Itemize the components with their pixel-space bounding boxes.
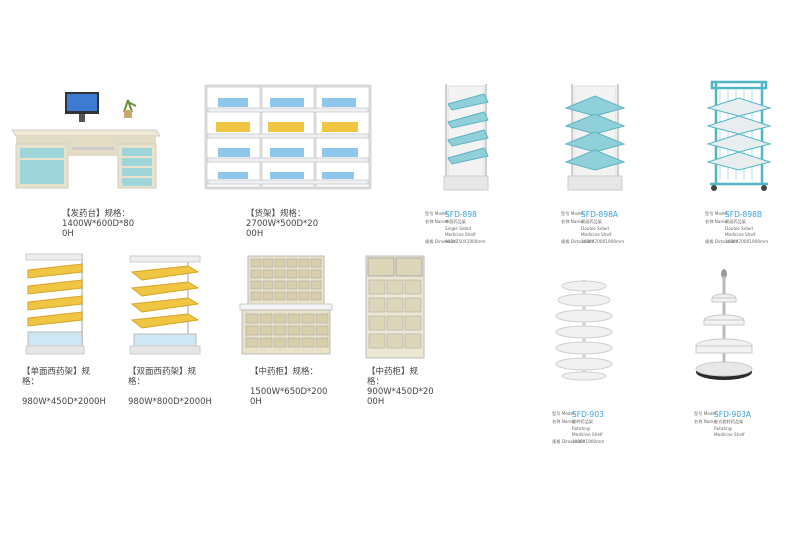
sfd-898-spec: 型号 Model:SFD-898 名称 Name:单面药品架 Single Si… (425, 211, 486, 245)
sfd-898a-spec: 型号 Model:SFD-898A 名称 Name:双面药品架 Double S… (561, 211, 624, 245)
model-dim: 1080X700X1900mm (581, 238, 625, 244)
name-key: 名称 Name: (552, 419, 576, 424)
cabinet-2-caption: 【中药柜】规格： 900W*450D*20 00H (367, 367, 434, 407)
single-rack-caption: 【单面西药架】规格： 980W*450D*2000H (22, 367, 106, 407)
dim-key: 规格 Dimension: (552, 438, 586, 444)
name-key: 名称 Name: (425, 219, 449, 224)
model-key: 型号 Model: (552, 411, 576, 416)
goods-shelf-image (204, 84, 372, 190)
model-name: 双面药品架 Double Sided Medicine Shelf (725, 219, 756, 237)
double-rack-image (129, 255, 201, 355)
model-dim: 900X750X1900mm (445, 238, 486, 244)
dim-key: 规格 Dimension: (425, 238, 459, 244)
cabinet-1-image (239, 255, 333, 355)
model-number: SFD-903A (714, 410, 752, 419)
model-key: 型号 Model: (425, 211, 449, 216)
sfd-903-spec: 型号 Model:SFD-903 名称 Name:旋转药品架 Rotating … (552, 411, 604, 445)
sfd-903a-spec: 型号 Model:SFD-903A 名称 Name:台式旋转药品架 Rotati… (694, 411, 751, 439)
sfd-898b-spec: 型号 Model:SFD-898B 名称 Name:双面药品架 Double S… (705, 211, 768, 245)
name-key: 名称 Name: (705, 219, 729, 224)
dim-key: 规格 Dimension: (561, 238, 595, 244)
model-name: 旋转药品架 Rotating Medicine Shelf (572, 419, 603, 437)
model-number: SFD-903 (572, 410, 604, 419)
model-dim: 1000X1900mm (572, 438, 605, 444)
model-number: SFD-898B (725, 210, 763, 219)
model-name: 台式旋转药品架 Rotating Medicine Shelf (714, 419, 745, 437)
model-key: 型号 Model: (705, 211, 729, 216)
model-name: 单面药品架 Single Sided Medicine Shelf (445, 219, 476, 237)
goods-shelf-caption: 【货架】规格： 2700W*500D*20 00H (246, 209, 319, 239)
model-key: 型号 Model: (694, 411, 718, 416)
model-dim: 1080X700X1900mm (725, 238, 769, 244)
model-number: SFD-898A (581, 210, 619, 219)
single-rack-image (25, 253, 85, 355)
name-key: 名称 Name: (561, 219, 585, 224)
model-name: 双面药品架 Double Sided Medicine Shelf (581, 219, 612, 237)
model-number: SFD-898 (445, 210, 477, 219)
dim-key: 规格 Dimension: (705, 238, 739, 244)
cabinet-1-caption: 【中药柜】规格： 1500W*650D*200 0H (250, 367, 328, 407)
dispensing-desk-caption: 【发药台】规格： 1400W*600D*80 0H (62, 209, 135, 239)
dispensing-desk-image (11, 92, 160, 189)
model-key: 型号 Model: (561, 211, 585, 216)
cabinet-2-image (365, 255, 425, 359)
name-key: 名称 Name: (694, 419, 718, 424)
double-rack-caption: 【双面西药架】规格： 980W*800D*2000H (128, 367, 212, 407)
sfd-903a-image (695, 269, 753, 380)
sfd-898-image (443, 84, 489, 191)
sfd-898a-image (564, 84, 626, 191)
sfd-898b-image (706, 80, 772, 191)
sfd-903-image (555, 280, 613, 381)
